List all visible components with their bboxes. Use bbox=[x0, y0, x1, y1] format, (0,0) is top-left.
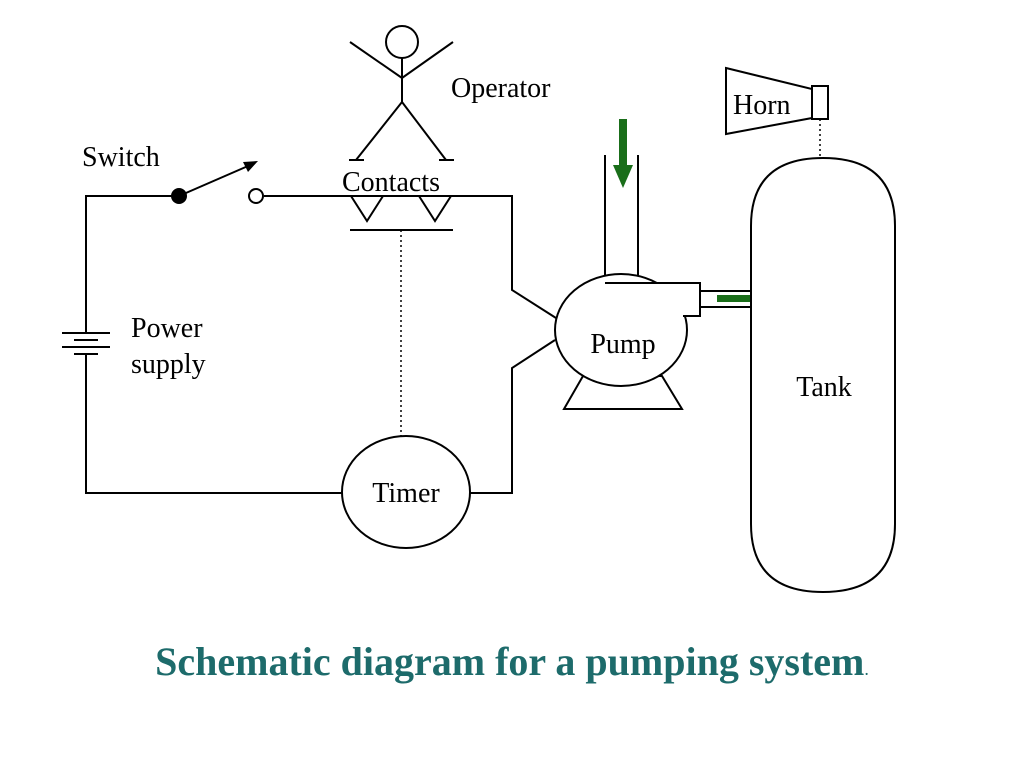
pump-outlet-outline bbox=[605, 282, 701, 317]
horn-label: Horn bbox=[733, 90, 791, 121]
timer-label: Timer bbox=[372, 478, 440, 509]
pump: Pump bbox=[554, 155, 750, 410]
circuit-wires bbox=[85, 195, 557, 494]
tank: Tank bbox=[750, 156, 896, 594]
power-supply: Power supply bbox=[62, 313, 206, 380]
power-supply-label-line1: Power bbox=[131, 313, 203, 344]
contacts: Contacts bbox=[342, 167, 453, 436]
switch-arrowhead bbox=[243, 161, 258, 172]
timer-body bbox=[341, 435, 471, 549]
switch: Switch bbox=[82, 142, 264, 204]
timer: Timer bbox=[341, 435, 471, 549]
inlet-arrow-head bbox=[613, 165, 633, 188]
switch-blade bbox=[178, 165, 249, 197]
operator-head bbox=[385, 25, 419, 59]
wire-top-right bbox=[264, 195, 557, 319]
wire-left-bottom bbox=[85, 354, 343, 494]
wire-timer-right bbox=[469, 339, 556, 494]
wire-left-top bbox=[85, 195, 179, 333]
stick-figure-icon: Operator bbox=[349, 25, 551, 161]
tank-body bbox=[750, 156, 896, 594]
power-supply-label-line2: supply bbox=[131, 349, 206, 380]
operator-label: Operator bbox=[451, 73, 551, 104]
pump-outlet bbox=[605, 283, 700, 316]
contact-left bbox=[349, 195, 385, 223]
horn: Horn bbox=[725, 66, 829, 159]
tank-label: Tank bbox=[796, 372, 852, 403]
pump-label: Pump bbox=[590, 329, 655, 360]
contacts-label: Contacts bbox=[342, 167, 440, 198]
inlet-arrow-shaft bbox=[619, 119, 627, 171]
diagram-caption: Schematic diagram for a pumping system. bbox=[0, 638, 1024, 685]
horn-driver bbox=[811, 85, 829, 120]
caption-text: Schematic diagram for a pumping system bbox=[155, 639, 865, 684]
caption-period: . bbox=[864, 659, 869, 679]
outlet-arrow-shaft bbox=[717, 295, 767, 302]
switch-terminal bbox=[248, 188, 264, 204]
switch-label: Switch bbox=[82, 142, 160, 173]
contact-right bbox=[417, 195, 453, 223]
operator-body bbox=[349, 41, 454, 161]
